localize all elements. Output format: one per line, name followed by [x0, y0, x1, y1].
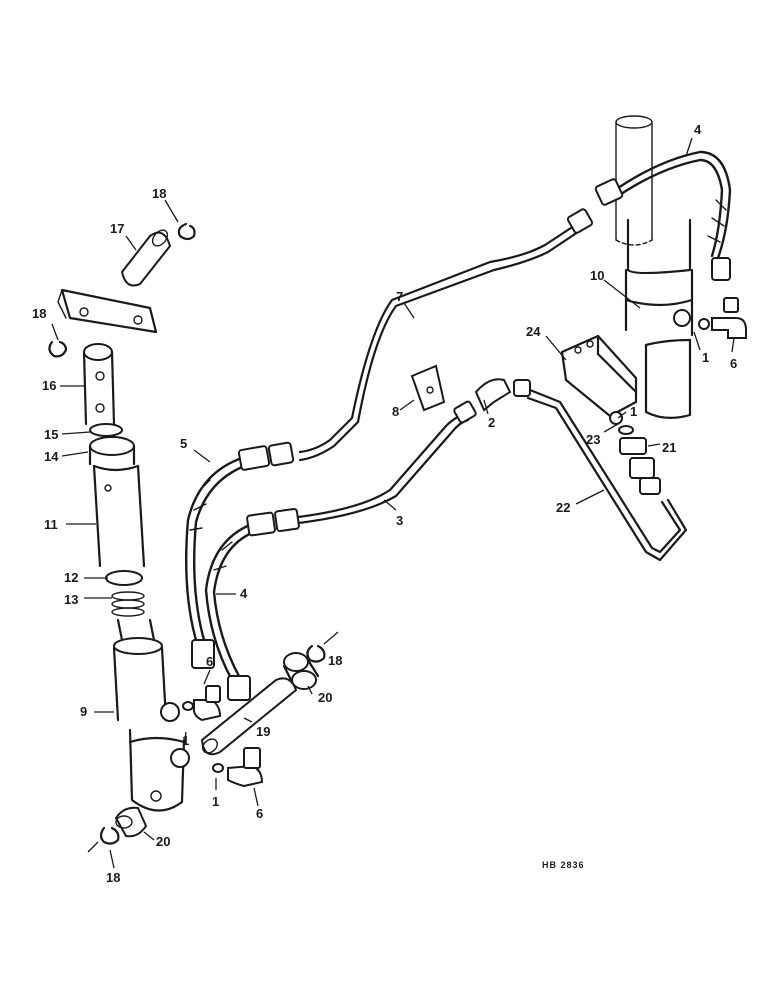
ring-part-15 — [89, 423, 123, 437]
snap-ring-part-18-low — [87, 826, 120, 853]
callout-6-low: 6 — [256, 806, 263, 821]
snap-ring-part-18-mid — [306, 631, 339, 663]
callout-6-right: 6 — [730, 356, 737, 371]
callout-20-low: 20 — [156, 834, 170, 849]
valve-block-part-24 — [560, 334, 638, 418]
callout-9: 9 — [80, 704, 87, 719]
callout-10: 10 — [590, 268, 604, 283]
callout-1-mid: 1 — [630, 404, 637, 419]
callout-20-mid: 20 — [318, 690, 332, 705]
callout-1-low: 1 — [212, 794, 219, 809]
elbow-part-6-low — [212, 747, 264, 788]
hose-part-4-upper — [594, 150, 739, 313]
callout-4-top: 4 — [694, 122, 702, 137]
callout-21: 21 — [662, 440, 676, 455]
hose-part-4-lower — [204, 507, 300, 701]
callout-4-mid: 4 — [240, 586, 248, 601]
callout-18-top: 18 — [152, 186, 166, 201]
callout-14: 14 — [44, 449, 59, 464]
cylinder-part-10 — [615, 115, 694, 419]
callout-3: 3 — [396, 513, 403, 528]
callout-1-right: 1 — [702, 350, 709, 365]
tube-part-22 — [526, 388, 688, 562]
callout-13: 13 — [64, 592, 78, 607]
fitting-parts-21-23 — [609, 411, 661, 495]
callout-18-low: 18 — [106, 870, 120, 885]
elbow-part-6-right — [673, 309, 747, 339]
ram-part-16 — [82, 343, 116, 426]
hose-part-5 — [185, 441, 295, 669]
reference-code: HB 2836 — [542, 860, 585, 870]
collar-part-14 — [88, 436, 136, 466]
snap-ring-part-18-top — [177, 222, 196, 241]
elbow-part-6-mid — [182, 685, 222, 722]
leader-lines — [51, 137, 735, 869]
elbow-part-2 — [474, 378, 531, 412]
callout-11: 11 — [44, 517, 58, 532]
pin-part-17 — [120, 229, 172, 287]
ring-part-12 — [105, 570, 143, 586]
callout-23: 23 — [586, 432, 600, 447]
clamp-part-8 — [410, 364, 446, 412]
callout-16: 16 — [42, 378, 56, 393]
callout-17: 17 — [110, 221, 124, 236]
callout-2: 2 — [488, 415, 495, 430]
barrel-part-11 — [92, 464, 146, 568]
callout-1-lowmid: 1 — [182, 733, 189, 748]
callout-5: 5 — [180, 436, 187, 451]
callout-22: 22 — [556, 500, 570, 515]
bracket-plate — [57, 288, 158, 334]
cylinder-body-part-9 — [112, 618, 190, 812]
spring-part-13 — [111, 591, 145, 617]
callout-6-mid: 6 — [206, 654, 213, 669]
callout-12: 12 — [64, 570, 78, 585]
callout-7: 7 — [396, 289, 403, 304]
callout-18-mid: 18 — [328, 653, 342, 668]
callout-15: 15 — [44, 427, 58, 442]
bushing-part-20-low — [114, 806, 148, 838]
pin-part-19 — [200, 677, 298, 756]
callout-19: 19 — [256, 724, 270, 739]
tube-part-7 — [298, 208, 594, 462]
callout-24: 24 — [526, 324, 541, 339]
snap-ring-part-18-left — [48, 340, 68, 358]
bushing-part-20-mid — [282, 652, 320, 690]
callout-18-left: 18 — [32, 306, 46, 321]
callout-labels: 4 18 17 10 7 18 24 1 6 16 8 2 1 15 23 21… — [32, 122, 737, 885]
callout-8: 8 — [392, 404, 399, 419]
tube-part-3 — [288, 400, 477, 526]
